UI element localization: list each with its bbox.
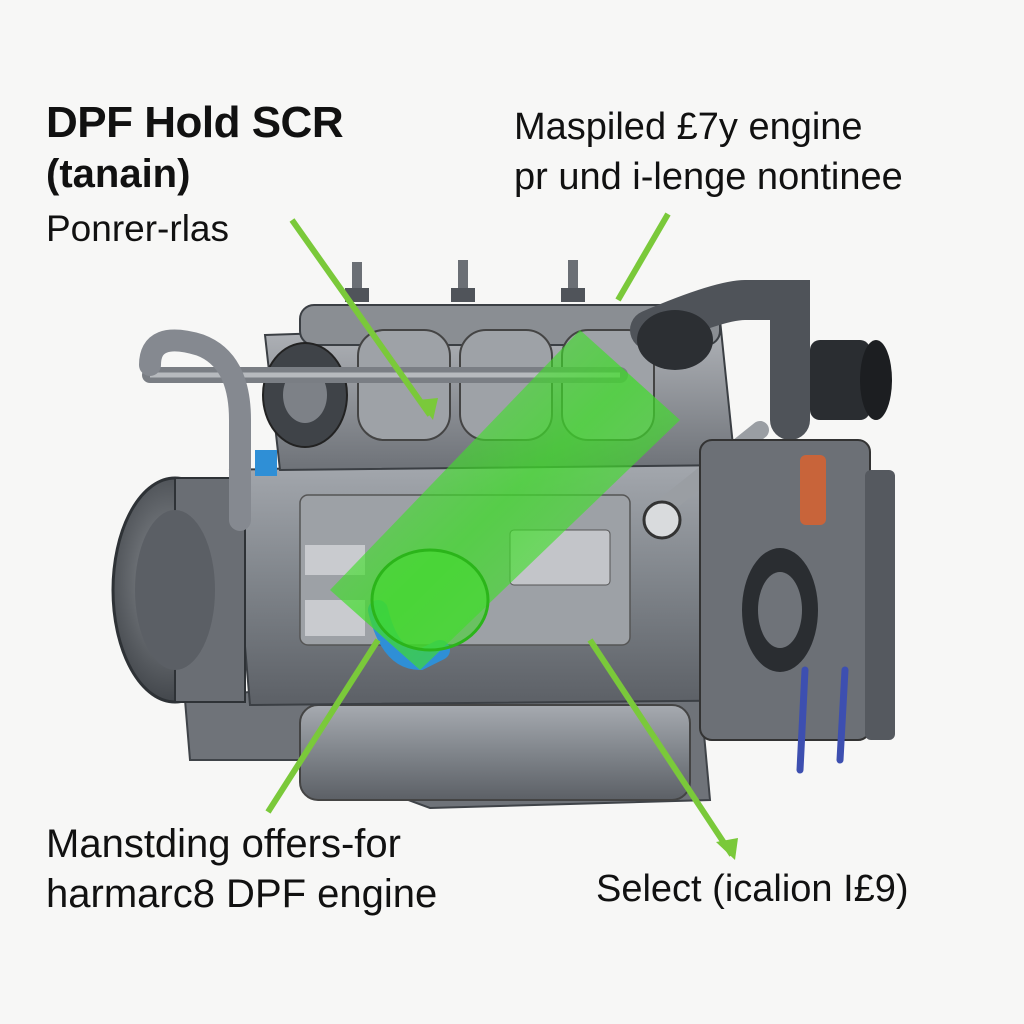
callout-line-2: pr und i-lenge nontinee	[514, 156, 903, 198]
oil-pan	[183, 689, 712, 810]
arrow-top-left	[289, 218, 433, 417]
callout-line-2: harmarc8 DPF engine	[46, 872, 438, 916]
pointer-arrows	[265, 212, 738, 860]
coolant-pipe	[139, 329, 251, 531]
flywheel-housing	[111, 476, 246, 704]
arrow-bottom-left	[265, 638, 381, 814]
callout-line-1: Manstding offers-for	[46, 822, 401, 866]
callout-body: Ponrer-rlas	[46, 208, 229, 249]
callout-bottom-right: Select (icalion I£9)	[596, 868, 909, 910]
callout-title: DPF Hold SCR	[46, 98, 344, 147]
arrow-top-right	[615, 212, 671, 302]
accessory-drive	[699, 439, 895, 774]
callout-line-1: Maspiled £7y engine	[514, 106, 863, 148]
arrow-bottom-right	[587, 638, 735, 857]
callout-subtitle: (tanain)	[46, 152, 191, 196]
injectors	[345, 260, 585, 302]
